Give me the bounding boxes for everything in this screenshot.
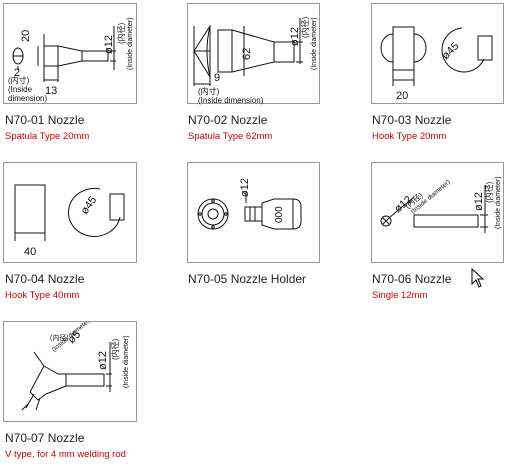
mouse-pointer-icon: [471, 267, 485, 293]
dim-dia: ø45: [79, 194, 100, 216]
product-title[interactable]: N70-06 Nozzle: [372, 272, 452, 286]
dim-inner-en2: dimension): [8, 94, 47, 103]
dim-dia: ø12: [289, 27, 301, 46]
dim-width: 20: [396, 90, 408, 102]
dim-inner-jp: (内寸): [198, 86, 220, 96]
product-subtitle: Spatula Type 20mm: [5, 131, 90, 142]
nozzle-drawing-n70-03: ø45 20: [380, 26, 493, 102]
product-title[interactable]: N70-01 Nozzle: [5, 113, 85, 127]
nozzle-drawing-n70-05: ø12 000: [197, 178, 302, 230]
dim-en-2: (Inside diameter): [123, 335, 130, 388]
dim-dia: ø12: [239, 178, 251, 197]
dim-height: 62: [241, 48, 253, 60]
product-subtitle: Spatula Type 62mm: [188, 131, 273, 142]
product-title[interactable]: N70-03 Nozzle: [372, 113, 452, 127]
dim-width: 9: [214, 72, 220, 84]
dim-en: (Inside diameter): [311, 17, 318, 70]
dim-dia-2: ø12: [473, 192, 485, 211]
dim-code: 000: [274, 206, 285, 223]
product-title[interactable]: N70-02 Nozzle: [188, 113, 268, 127]
dim-jp: (内径): [116, 22, 126, 44]
product-image-n70-03[interactable]: ø45 20: [371, 3, 504, 104]
dim-inner-jp: (内寸): [8, 75, 30, 85]
dim-bottom: 13: [45, 85, 57, 97]
product-title[interactable]: N70-04 Nozzle: [5, 272, 85, 286]
dim-jp: (内径): [300, 16, 310, 38]
dim-left: 2: [14, 67, 20, 79]
product-image-n70-04[interactable]: ø45 40: [3, 162, 137, 263]
dim-dia-2: ø12: [97, 351, 109, 370]
nozzle-drawing-n70-06: ø12 (内径) (Inside diameter) ø12 (内径) (Ins…: [380, 176, 502, 233]
product-title[interactable]: N70-05 Nozzle Holder: [188, 272, 307, 286]
product-subtitle: V type, for 4 mm welding rod: [5, 449, 126, 460]
dim-jp-2: (内径): [110, 338, 120, 360]
dim-en: (Inside diameter): [127, 17, 134, 70]
nozzle-drawing-n70-01: 20 2 13 ø12 (内径) (Inside diameter) (内寸) …: [8, 17, 134, 103]
product-image-n70-07[interactable]: (内径) (Inside diameter) ø5 ø12 (内径) (Insi…: [3, 321, 137, 422]
dim-inner-en: (Inside dimension): [198, 96, 264, 105]
dim-top: 20: [20, 30, 32, 42]
nozzle-drawing-n70-04: ø45 40: [14, 184, 125, 258]
product-subtitle: Hook Type 20mm: [372, 131, 447, 142]
product-image-n70-02[interactable]: 62 9 ø12 (内径) (Inside diameter) (内寸) (In…: [187, 3, 320, 105]
dim-jp-1: (内径): [50, 333, 69, 342]
dim-dia: ø12: [103, 35, 115, 54]
dim-en-2: (Inside diameter): [495, 176, 502, 229]
nozzle-drawing-n70-07: (内径) (Inside diameter) ø5 ø12 (内径) (Insi…: [21, 322, 130, 411]
product-subtitle: Hook Type 40mm: [5, 290, 80, 301]
product-subtitle: Single 12mm: [372, 290, 428, 301]
dim-inner-en1: (Inside: [8, 85, 33, 94]
product-image-n70-06[interactable]: ø12 (内径) (Inside diameter) ø12 (内径) (Ins…: [371, 162, 504, 263]
product-title[interactable]: N70-07 Nozzle: [5, 431, 85, 445]
nozzle-drawing-n70-02: 62 9 ø12 (内径) (Inside diameter) (内寸) (In…: [193, 16, 318, 105]
dim-jp-2: (内径): [484, 181, 494, 203]
dim-width: 40: [24, 246, 36, 258]
product-image-n70-05[interactable]: ø12 000: [187, 162, 320, 263]
product-image-n70-01[interactable]: 20 2 13 ø12 (内径) (Inside diameter) (内寸) …: [3, 3, 137, 104]
